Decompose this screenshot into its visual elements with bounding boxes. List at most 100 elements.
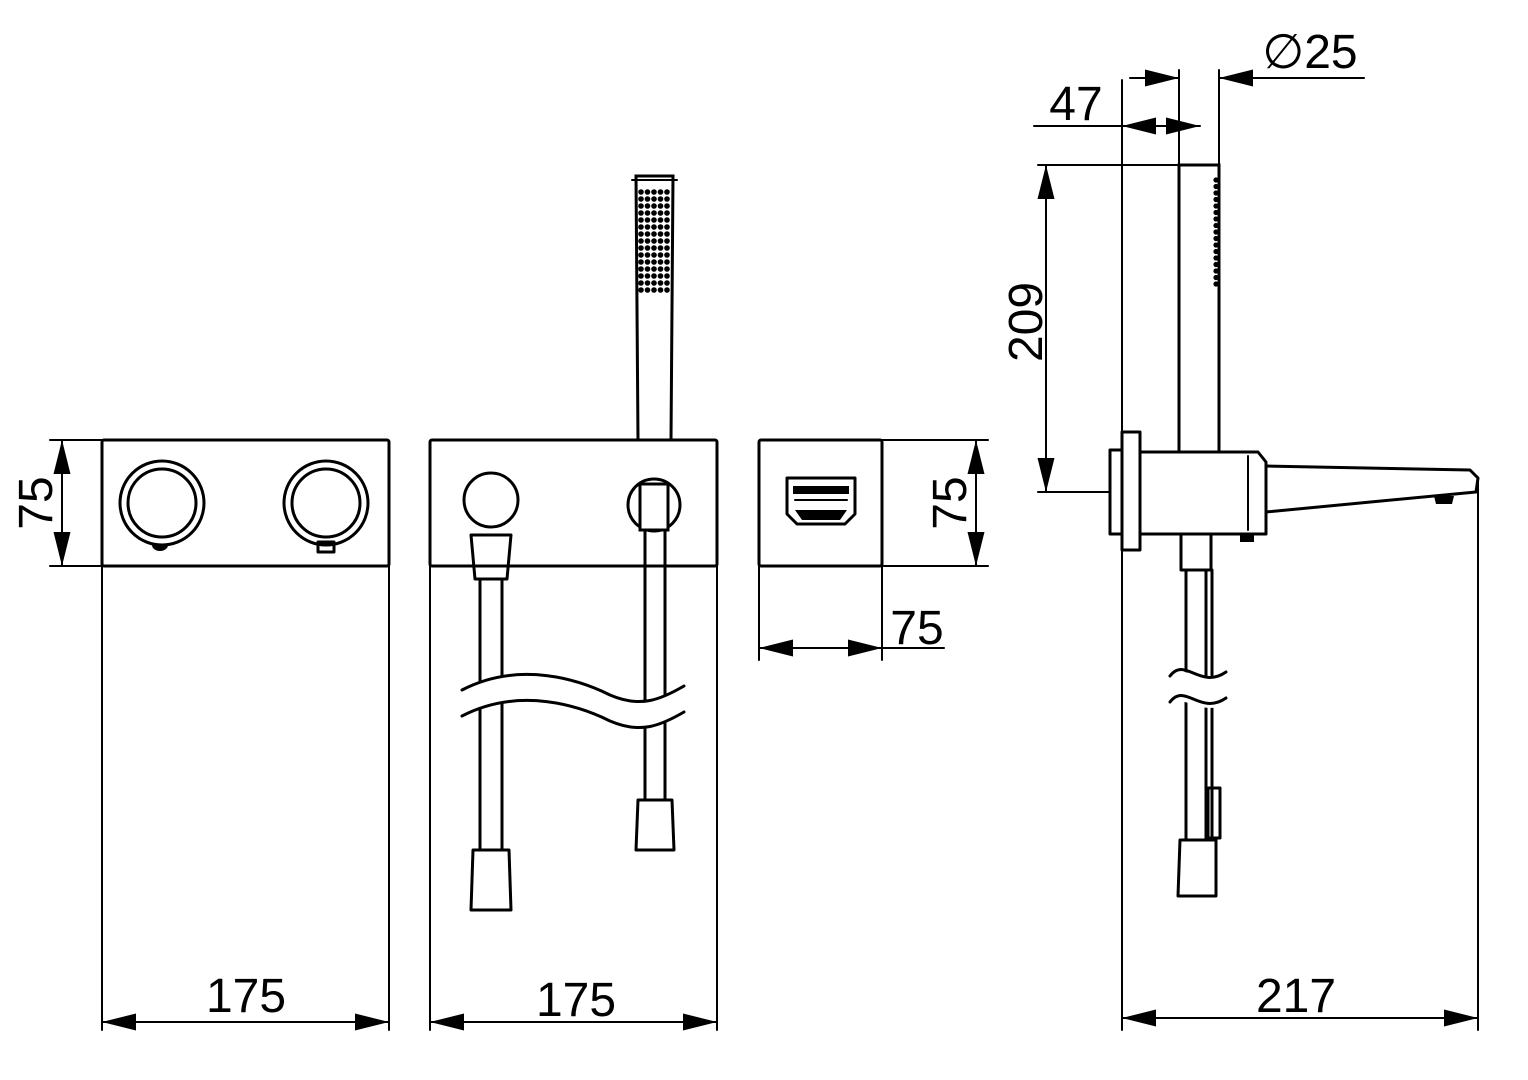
dim-height-75-view1: 75 — [10, 476, 63, 529]
nozzle-dot — [651, 259, 657, 265]
nozzle-dot — [651, 217, 657, 223]
nozzle-dot — [644, 238, 651, 244]
nozzle-dot — [664, 196, 670, 202]
nozzle-dot — [657, 273, 664, 279]
nozzle-dot — [1213, 261, 1219, 268]
nozzle-dot — [1213, 242, 1219, 248]
dim-width-75-spout: 75 — [890, 602, 943, 655]
nozzle-dot — [638, 217, 644, 223]
nozzle-dot — [644, 203, 651, 209]
nozzle-dot — [638, 238, 644, 244]
nozzle-dot — [657, 224, 664, 230]
nozzle-dot — [638, 266, 644, 272]
nozzle-dot — [651, 280, 657, 286]
dim-height-209: 209 — [1000, 282, 1053, 362]
flow-knob — [282, 459, 370, 554]
side-nozzles — [1213, 177, 1219, 287]
nozzle-dot — [638, 203, 644, 209]
nozzle-dot — [638, 252, 644, 258]
nozzle-dot — [651, 287, 657, 293]
nozzle-dot — [664, 287, 670, 293]
nozzle-dot — [644, 189, 651, 195]
nozzle-dot — [644, 252, 651, 258]
nozzle-dot — [644, 224, 651, 230]
nozzle-dot — [1213, 203, 1219, 209]
nozzle-dot — [1213, 248, 1219, 255]
nozzle-dot — [664, 210, 670, 216]
nozzle-dot — [638, 280, 644, 286]
thermostat-panel-front-view: 175 75 — [10, 438, 391, 1031]
nozzle-dot — [657, 252, 664, 258]
nozzle-dot — [1213, 177, 1219, 183]
hand-shower — [626, 174, 682, 852]
nozzle-dot — [1213, 216, 1219, 222]
nozzle-dot — [638, 189, 644, 195]
nozzle-dot — [651, 238, 657, 244]
handshower-panel-front-view: 175 — [428, 174, 719, 1031]
nozzle-dot — [664, 259, 670, 265]
nozzle-dot — [644, 280, 651, 286]
nozzle-dot — [1213, 190, 1219, 196]
dim-projection-217: 217 — [1256, 970, 1336, 1023]
nozzle-dot — [638, 210, 644, 216]
nozzle-dot — [651, 210, 657, 216]
nozzle-dot — [638, 224, 644, 230]
nozzle-dot — [644, 287, 651, 293]
nozzle-dot — [664, 252, 670, 258]
nozzle-dot — [657, 266, 664, 272]
nozzle-dot — [657, 210, 664, 216]
nozzle-dot — [657, 245, 664, 251]
nozzle-dot — [644, 273, 651, 279]
spout-outlet — [785, 476, 857, 526]
nozzle-dot — [1213, 196, 1219, 203]
nozzle-dot — [651, 266, 657, 272]
nozzle-dot — [651, 203, 657, 209]
nozzle-dot — [657, 196, 664, 202]
nozzle-dot — [664, 189, 670, 195]
nozzle-dot — [1213, 281, 1219, 287]
nozzle-dot — [664, 245, 670, 251]
nozzle-dot — [657, 238, 664, 244]
nozzle-dot — [1213, 209, 1219, 216]
nozzle-dot — [664, 217, 670, 223]
nozzle-dot — [1213, 222, 1219, 229]
nozzle-dot — [657, 259, 664, 265]
dim-width-175-view1: 175 — [206, 970, 286, 1023]
nozzle-dot — [644, 266, 651, 272]
nozzle-dot — [638, 287, 644, 293]
nozzle-dot — [651, 189, 657, 195]
nozzle-dot — [657, 287, 664, 293]
nozzle-dot — [664, 266, 670, 272]
nozzle-dot — [644, 217, 651, 223]
nozzle-dot — [1213, 268, 1219, 274]
nozzle-dot — [1213, 183, 1219, 190]
nozzle-dot — [657, 189, 664, 195]
nozzle-dot — [638, 196, 644, 202]
spout-front-view: 75 75 — [757, 438, 989, 661]
nozzle-dot — [1213, 235, 1219, 242]
shower-nozzles — [638, 189, 670, 293]
side-view: 217 209 47 ∅25 — [1000, 26, 1480, 1031]
nozzle-dot — [1213, 255, 1219, 261]
nozzle-dot — [651, 252, 657, 258]
nozzle-dot — [664, 238, 670, 244]
nozzle-dot — [638, 273, 644, 279]
nozzle-dot — [657, 231, 664, 237]
nozzle-dot — [644, 259, 651, 265]
dim-diameter-25: ∅25 — [1262, 26, 1357, 79]
temperature-knob — [118, 459, 206, 551]
nozzle-dot — [638, 231, 644, 237]
nozzle-dot — [664, 273, 670, 279]
nozzle-dot — [664, 280, 670, 286]
nozzle-dot — [651, 224, 657, 230]
nozzle-dot — [664, 224, 670, 230]
nozzle-dot — [664, 203, 670, 209]
nozzle-dot — [644, 210, 651, 216]
nozzle-dot — [644, 196, 651, 202]
dim-width-175-view2: 175 — [536, 974, 616, 1027]
dim-offset-47: 47 — [1049, 78, 1102, 131]
nozzle-dot — [638, 259, 644, 265]
nozzle-dot — [657, 203, 664, 209]
hose-outlet — [462, 471, 520, 912]
